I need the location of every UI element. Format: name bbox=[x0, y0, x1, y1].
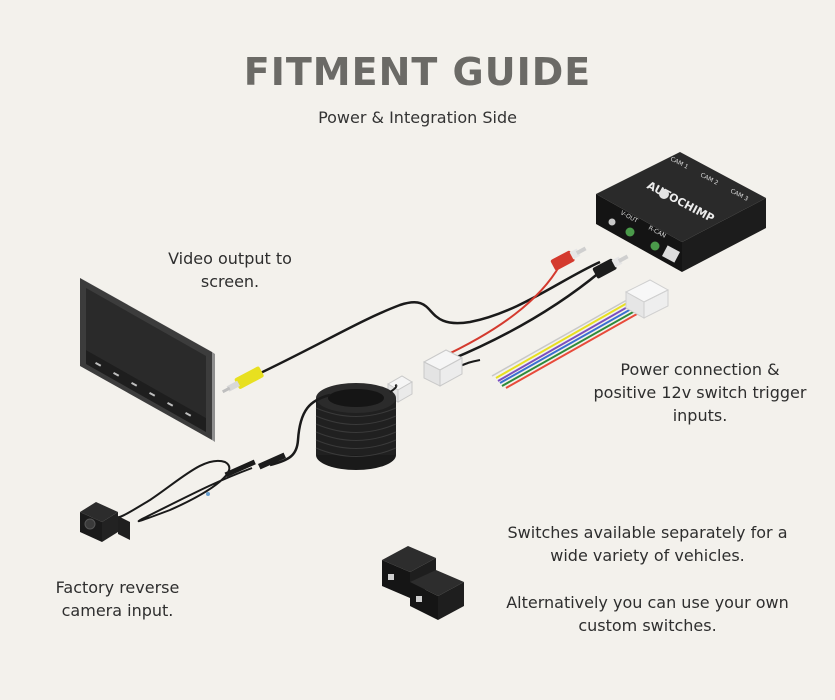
display-screen bbox=[80, 278, 215, 442]
page-title: FITMENT GUIDE bbox=[243, 50, 592, 94]
cable-coil bbox=[257, 383, 398, 470]
caption-factory-camera: Factory reverse camera input. bbox=[55, 578, 180, 620]
caption-custom-switches: Alternatively you can use your own custo… bbox=[506, 593, 789, 635]
harness-connector bbox=[387, 349, 481, 403]
page-subtitle: Power & Integration Side bbox=[318, 108, 517, 127]
caption-power-connection: Power connection & positive 12v switch t… bbox=[593, 360, 807, 425]
rca-pigtails bbox=[439, 246, 629, 362]
caption-switches-available: Switches available separately for a wide… bbox=[507, 523, 788, 565]
caption-video-output: Video output to screen. bbox=[168, 249, 292, 291]
video-rca-cable bbox=[221, 260, 601, 394]
reverse-camera bbox=[80, 459, 256, 542]
brand-logo-icon bbox=[659, 189, 669, 199]
autochimp-module: AUTOCHIMP CAM 1 CAM 2 CAM 3 V-OUT R-CAN bbox=[596, 152, 766, 272]
switch-pair bbox=[382, 546, 464, 620]
power-wire-bundle bbox=[491, 279, 670, 389]
